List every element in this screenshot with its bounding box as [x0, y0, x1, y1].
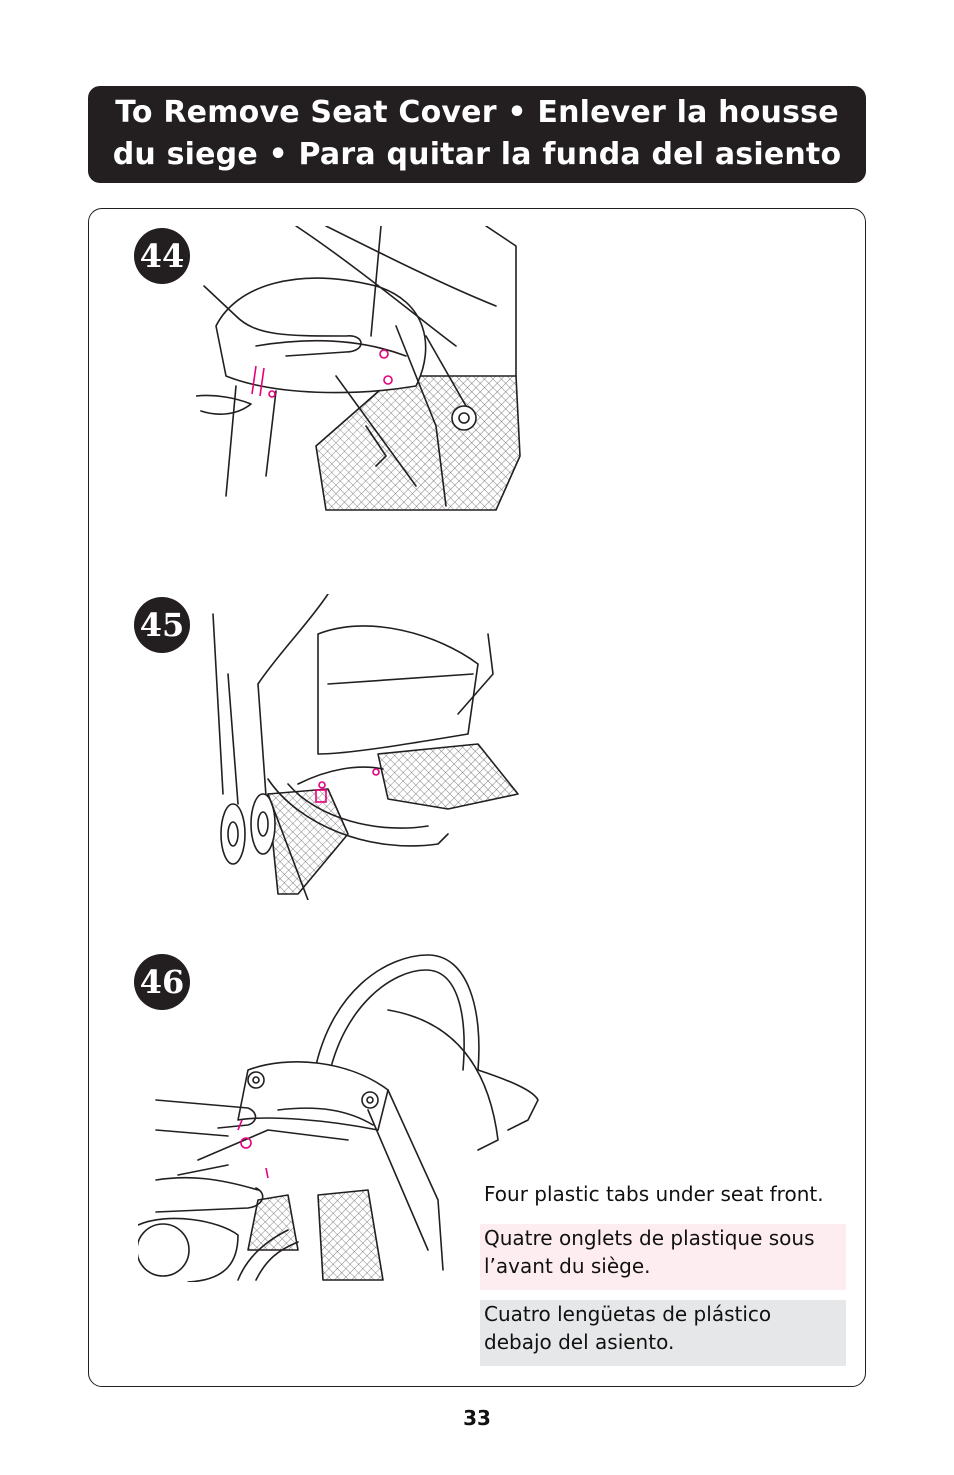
instructions-panel: [88, 208, 866, 1387]
page-number: 33: [463, 1406, 491, 1430]
step-45-badge: 45: [134, 597, 190, 653]
step-46-badge: 46: [134, 954, 190, 1010]
step-44-illustration: [196, 226, 521, 511]
step-46-illustration: [138, 954, 539, 1282]
header-line-2: du siege • Para quitar la funda del asie…: [112, 137, 842, 172]
step-45-illustration: [212, 594, 519, 900]
instruction-spanish: Cuatro lengüetas de plástico debajo del …: [480, 1300, 846, 1366]
header-line-1: To Remove Seat Cover • Enlever la housse: [115, 95, 839, 130]
instruction-french: Quatre onglets de plastique sous l’avant…: [480, 1224, 846, 1290]
instruction-english: Four plastic tabs under seat front.: [484, 1182, 824, 1206]
step-44-badge: 44: [134, 228, 190, 284]
section-header: To Remove Seat Cover • Enlever la housse…: [88, 86, 866, 183]
